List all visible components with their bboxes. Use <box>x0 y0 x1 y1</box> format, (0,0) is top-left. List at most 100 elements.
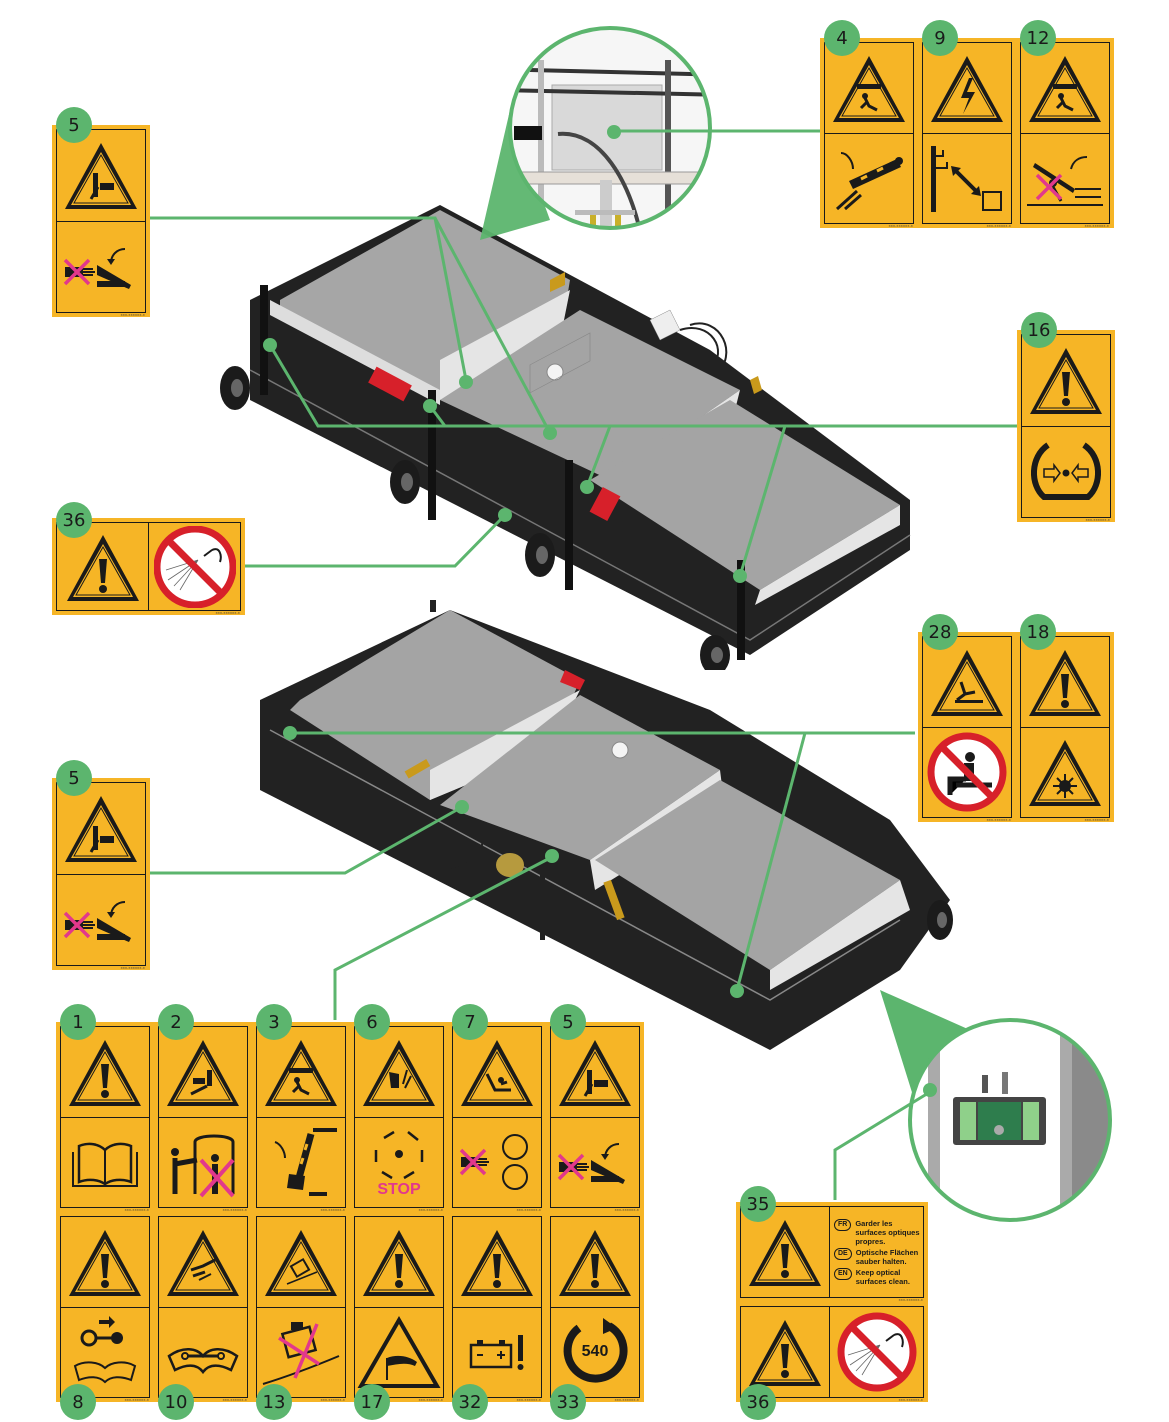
decal-number-badge: 33 <box>550 1384 586 1420</box>
crush-hand-icon <box>57 783 145 874</box>
decal-number-badge: 36 <box>56 502 92 538</box>
decal-code: XXX-XXXXXX-X <box>120 313 145 317</box>
decal-10: 10 XXX-XXXXXX-X <box>154 1212 252 1420</box>
falling-load-icon <box>825 43 913 133</box>
no-pressure-washer-icon <box>148 523 240 610</box>
cutting-hand-icon <box>355 1027 443 1117</box>
lang-text-fr: Garder les surfaces optiques propres. <box>855 1218 920 1246</box>
decal-code: XXX-XXXXXX-X <box>614 1398 639 1402</box>
no-person-under-lifted-part-icon <box>1021 132 1109 224</box>
pto-540-icon: 540 <box>551 1306 639 1398</box>
warning-exclamation-icon <box>355 1217 443 1307</box>
decal-7: 7 XXX-XXXXXX-X <box>448 1004 546 1212</box>
decal-code: XXX-XXXXXX-X <box>614 1208 639 1212</box>
no-hand-near-moving-part-icon <box>57 873 145 966</box>
no-hand-near-moving-part-icon <box>551 1116 639 1208</box>
decal-number-badge: 6 <box>354 1004 390 1040</box>
support-lock-icon <box>257 1116 345 1208</box>
electric-shock-icon <box>923 43 1011 133</box>
lowering-cylinder-icon <box>825 132 913 224</box>
decal-code: XXX-XXXXXX-X <box>320 1208 345 1212</box>
falling-load-icon <box>257 1027 345 1117</box>
detail-junction-box <box>480 26 712 240</box>
decal-code: XXX-XXXXXX-X <box>418 1398 443 1402</box>
decal-36: 36 XXX-XXXXXX-X <box>52 502 245 615</box>
optical-radiation-icon <box>1021 726 1109 818</box>
decal-code: XXX-XXXXXX-X <box>516 1398 541 1402</box>
decal-code: XXX-XXXXXX-X <box>120 966 145 970</box>
crush-hand-icon <box>57 130 145 221</box>
no-hand-near-moving-part-icon <box>57 220 145 313</box>
decal-code: XXX-XXXXXX-X <box>898 1298 923 1302</box>
decal-2: 2 XXX-XXXXXX-X <box>154 1004 252 1212</box>
warning-exclamation-icon <box>453 1217 541 1307</box>
overhead-line-distance-icon <box>923 132 1011 224</box>
wait-rotation-stop-icon: STOP <box>355 1116 443 1208</box>
decal-5: 5 XXX-XXXXXX-X <box>52 107 150 317</box>
decal-6: 6 STOP XXX-XXXXXX-X <box>350 1004 448 1212</box>
decal-number-badge: 8 <box>60 1384 96 1420</box>
decal-code: XXX-XXXXXX-X <box>124 1398 149 1402</box>
warning-exclamation-icon <box>551 1217 639 1307</box>
lang-tag-en: EN <box>834 1267 852 1280</box>
falling-load-icon <box>1021 43 1109 133</box>
decal-code: XXX-XXXXXX-X <box>124 1208 149 1212</box>
decal-number-badge: 28 <box>922 614 958 650</box>
decal-code: XXX-XXXXXX-X <box>1085 518 1110 522</box>
decal-5: 5 XXX-XXXXXX-X <box>546 1004 644 1212</box>
decal-1: 1 XXX-XXXXXX-X <box>56 1004 154 1212</box>
decal-code: XXX-XXXXXX-X <box>986 818 1011 822</box>
no-hand-near-rotor-icon <box>453 1116 541 1208</box>
decal-code: XXX-XXXXXX-X <box>888 224 913 228</box>
decal-code: XXX-XXXXXX-X <box>418 1208 443 1212</box>
wind-warning-icon <box>355 1306 443 1398</box>
decal-33: 540 33 XXX-XXXXXX-X <box>546 1212 644 1420</box>
decal-number-badge: 4 <box>824 20 860 56</box>
decal-number-badge: 10 <box>158 1384 194 1420</box>
warning-exclamation-icon <box>61 1027 149 1117</box>
warning-exclamation-icon <box>61 1217 149 1307</box>
no-sitting-icon <box>923 726 1011 818</box>
decal-16: 16 XXX-XXXXXX-X <box>1017 312 1115 522</box>
pto-540-text: 540 <box>581 1343 609 1361</box>
decal-number-badge: 16 <box>1021 312 1057 348</box>
rollover-icon <box>257 1217 345 1307</box>
decal-28: 28 XXX-XXXXXX-X <box>918 614 1016 822</box>
decal-number-badge: 3 <box>256 1004 292 1040</box>
warning-exclamation-icon <box>1022 335 1110 426</box>
decal-number-badge: 18 <box>1020 614 1056 650</box>
decal-5: 5 XXX-XXXXXX-X <box>52 760 150 970</box>
maintenance-manual-icon <box>159 1306 247 1398</box>
decal-4: 4 XXX-XXXXXX-X <box>820 20 918 228</box>
fluid-injection-icon <box>159 1217 247 1307</box>
lang-text-de: Optische Flächen sauber halten. <box>855 1247 919 1266</box>
crush-body-icon <box>159 1027 247 1117</box>
decal-3: 3 XXX-XXXXXX-X <box>252 1004 350 1212</box>
decal-number-badge: 17 <box>354 1384 390 1420</box>
tyre-pressure-icon <box>1022 425 1110 518</box>
decal-number-badge: 12 <box>1020 20 1056 56</box>
decal-number-badge: 1 <box>60 1004 96 1040</box>
battery-warning-icon <box>453 1306 541 1398</box>
decal-32: 32 XXX-XXXXXX-X <box>448 1212 546 1420</box>
stop-text: STOP <box>377 1181 421 1199</box>
decal-number-badge: 7 <box>452 1004 488 1040</box>
warning-exclamation-icon <box>1021 637 1109 727</box>
detail-control-unit <box>880 990 1112 1222</box>
decal-number-badge: 5 <box>56 760 92 796</box>
decal-9: 9 XXX-XXXXXX-X <box>918 20 1016 228</box>
decal-number-badge: 32 <box>452 1384 488 1420</box>
lang-tag-de: DE <box>834 1247 852 1260</box>
decal-code: XXX-XXXXXX-X <box>516 1208 541 1212</box>
decal-code: XXX-XXXXXX-X <box>320 1398 345 1402</box>
decal-18: 18 XXX-XXXXXX-X <box>1016 614 1114 822</box>
decal-12: 12 XXX-XXXXXX-X <box>1016 20 1114 228</box>
entanglement-icon <box>453 1027 541 1117</box>
read-manual-icon <box>61 1116 149 1208</box>
no-person-between-tractor-icon <box>159 1116 247 1208</box>
remove-key-read-manual-icon <box>61 1306 149 1398</box>
decal-code: XXX-XXXXXX-X <box>222 1208 247 1212</box>
